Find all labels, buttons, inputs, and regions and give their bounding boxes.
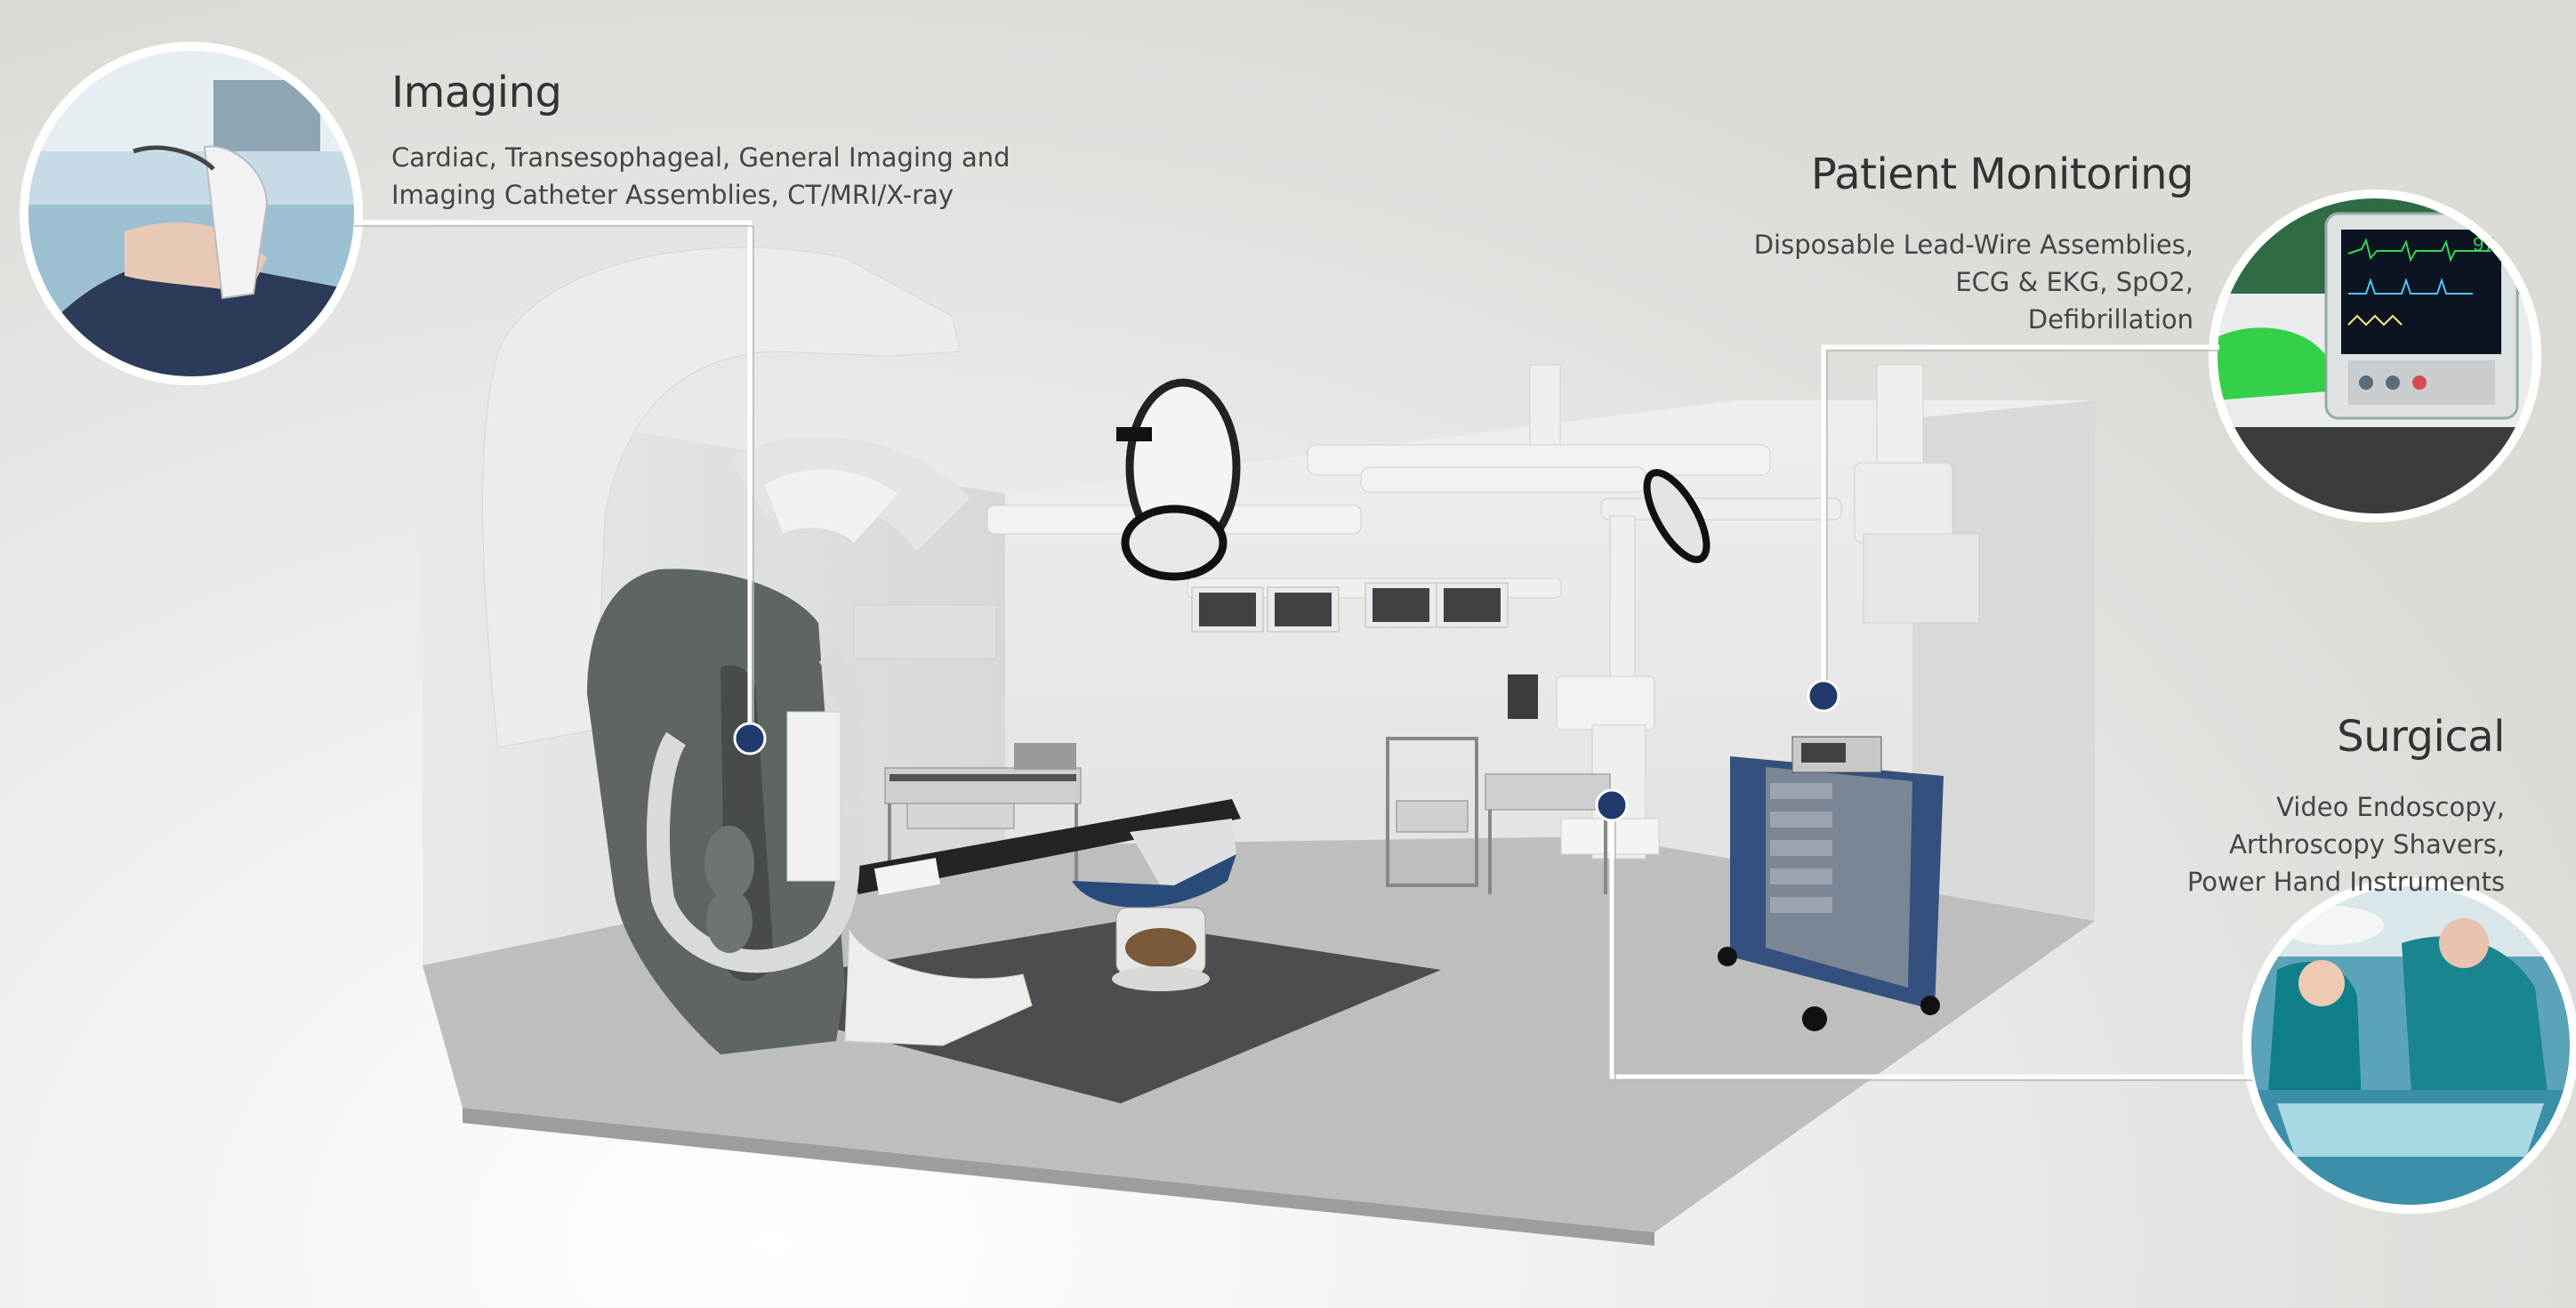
surgical-description: Video Endoscopy, Arthroscopy Shavers, Po…	[2187, 788, 2505, 900]
equipment-carts	[884, 737, 1611, 894]
patient-monitoring-line-1: Disposable Lead-Wire Assemblies,	[1753, 230, 2194, 260]
surgical-leader-shadow	[1614, 805, 2252, 1081]
imaging-description: Cardiac, Transesophageal, General Imagin…	[391, 139, 1010, 214]
surgical-line-1: Video Endoscopy,	[2276, 792, 2505, 822]
operating-table	[849, 799, 1241, 991]
surgical-line-3: Power Hand Instruments	[2186, 867, 2505, 897]
surgical-photo	[2242, 877, 2576, 1214]
surgical-callout: Surgical Video Endoscopy, Arthroscopy Sh…	[2187, 712, 2506, 900]
monitoring-leader	[1821, 344, 2219, 692]
imaging-line-1: Cardiac, Transesophageal, General Imagin…	[391, 142, 1010, 173]
imaging-callout: Imaging Cardiac, Transesophageal, Genera…	[391, 68, 1010, 214]
monitoring-marker[interactable]	[1807, 679, 1840, 713]
leader-lines	[354, 220, 2252, 1081]
surgical-line-2: Arthroscopy Shavers,	[2229, 829, 2505, 860]
surgical-leader	[1609, 805, 2252, 1079]
ceiling-monitors	[1187, 577, 1562, 633]
surgical-marker[interactable]	[1595, 788, 1629, 822]
patient-monitoring-line-3: Defibrillation	[2027, 304, 2194, 335]
imaging-line-2: Imaging Catheter Assemblies, CT/MRI/X-ra…	[391, 180, 954, 210]
patient-monitoring-callout: Patient Monitoring Disposable Lead-Wire …	[1754, 149, 2194, 338]
surgical-title: Surgical	[2337, 712, 2505, 762]
patient-monitor-photo: 97	[2209, 190, 2541, 522]
patient-monitoring-title: Patient Monitoring	[1810, 149, 2194, 199]
floor-edge	[463, 1108, 1654, 1246]
imaging-marker[interactable]	[733, 722, 767, 755]
imaging-photo	[20, 42, 363, 385]
patient-monitoring-line-2: ECG & EKG, SpO2,	[1955, 267, 2194, 297]
imaging-c-arm	[482, 246, 1033, 1054]
monitoring-leader-shadow	[1826, 350, 2219, 692]
imaging-title: Imaging	[391, 68, 562, 117]
patient-monitoring-description: Disposable Lead-Wire Assemblies, ECG & E…	[1754, 226, 2194, 338]
imaging-leader	[354, 220, 753, 739]
imaging-leader-shadow	[354, 225, 754, 739]
anesthesia-cart	[1718, 736, 1944, 1031]
